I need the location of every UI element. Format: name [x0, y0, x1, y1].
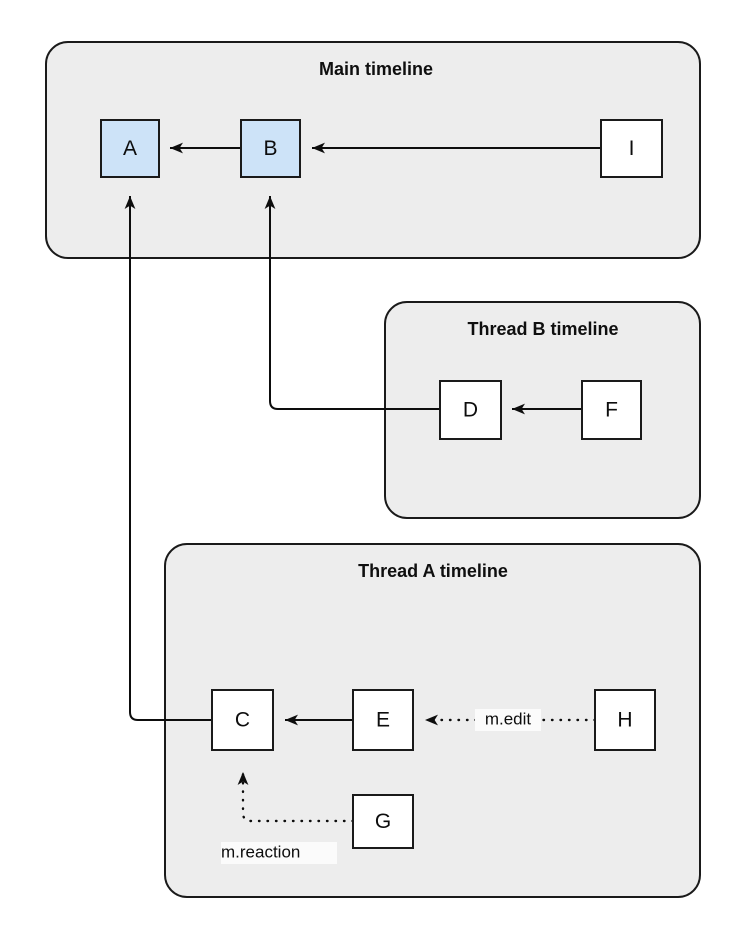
- event-node-label-c: C: [235, 709, 250, 732]
- event-node-label-b: B: [263, 137, 277, 160]
- event-node-label-d: D: [463, 399, 478, 422]
- event-node-box-h[interactable]: [594, 689, 656, 751]
- timeline-group-main: [45, 41, 701, 259]
- edge-g-to-c: [237, 770, 355, 823]
- event-node-g[interactable]: G: [352, 794, 414, 849]
- edge-d-to-b: [264, 196, 440, 410]
- event-node-label-i: I: [629, 137, 635, 160]
- event-node-d[interactable]: D: [439, 380, 502, 440]
- event-node-e[interactable]: E: [352, 689, 414, 751]
- event-node-box-a[interactable]: [100, 119, 160, 178]
- timeline-group-title-main: Main timeline: [319, 59, 433, 79]
- event-node-box-b[interactable]: [240, 119, 301, 178]
- nodes-layer: A B I D F C E H G: [100, 119, 663, 849]
- event-node-a[interactable]: A: [100, 119, 160, 178]
- event-node-box-e[interactable]: [352, 689, 414, 751]
- edge-label-background-g-c: [221, 842, 337, 864]
- event-node-box-g[interactable]: [352, 794, 414, 849]
- event-node-box-i[interactable]: [600, 119, 663, 178]
- event-node-label-e: E: [376, 709, 390, 732]
- edge-labels-layer: m.edit m.reaction: [221, 709, 541, 864]
- event-node-label-h: H: [617, 709, 632, 732]
- timeline-group-title-thread-b: Thread B timeline: [467, 319, 618, 339]
- edge-label-h-e: m.edit: [485, 709, 532, 728]
- event-node-label-a: A: [123, 137, 137, 160]
- event-node-box-d[interactable]: [439, 380, 502, 440]
- event-node-label-f: F: [605, 399, 618, 422]
- event-node-b[interactable]: B: [240, 119, 301, 178]
- edge-label-background-h-e: [475, 709, 541, 731]
- edge-label-g-c: m.reaction: [221, 842, 300, 861]
- event-node-box-c[interactable]: [211, 689, 274, 751]
- event-node-c[interactable]: C: [211, 689, 274, 751]
- event-node-h[interactable]: H: [594, 689, 656, 751]
- event-node-i[interactable]: I: [600, 119, 663, 178]
- event-node-box-f[interactable]: [581, 380, 642, 440]
- timeline-group-title-thread-a: Thread A timeline: [358, 561, 508, 581]
- edge-c-to-a: [124, 196, 212, 721]
- event-node-label-g: G: [375, 810, 391, 833]
- event-node-f[interactable]: F: [581, 380, 642, 440]
